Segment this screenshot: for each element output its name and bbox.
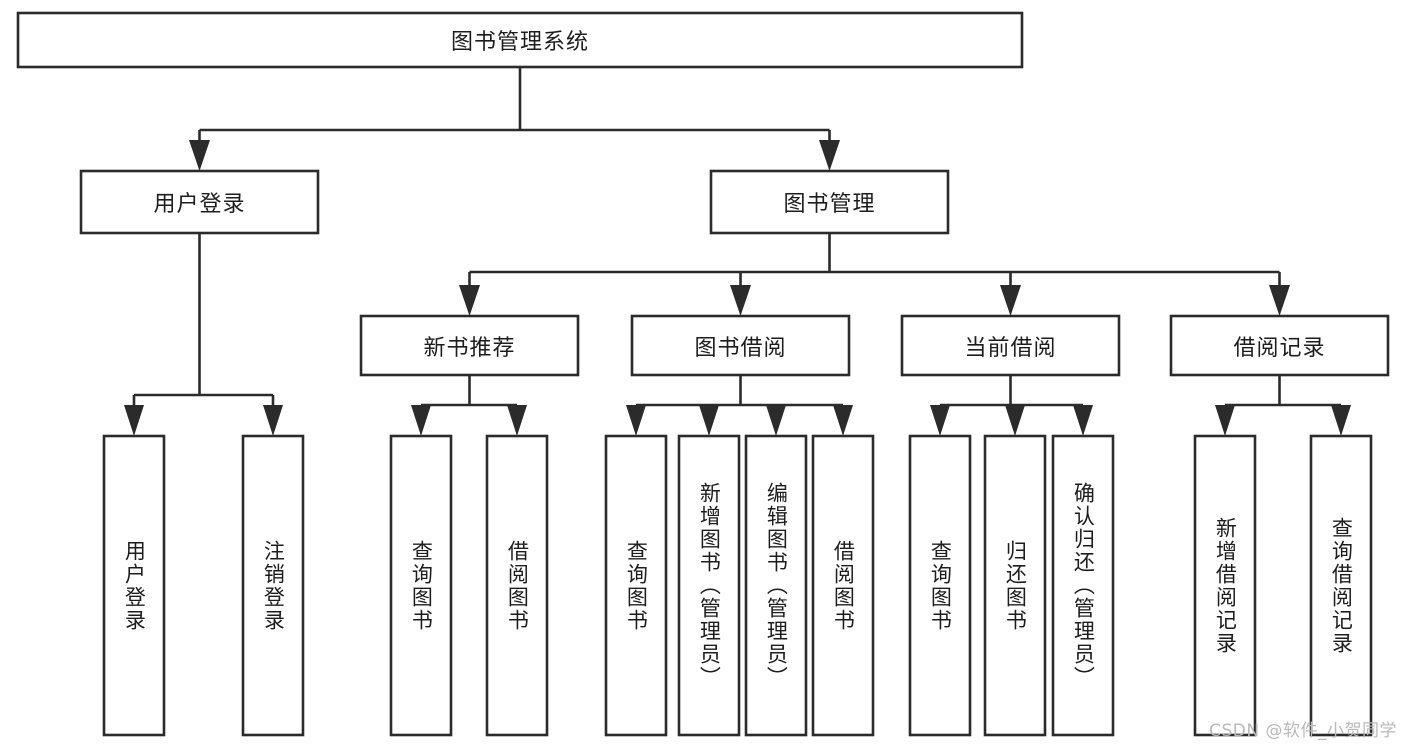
leaf-box-12[interactable]	[1309, 434, 1373, 737]
leaf-box-0[interactable]	[102, 434, 166, 737]
connectors-layer	[124, 67, 1351, 436]
arrow-head-borrow-record	[1269, 285, 1290, 316]
leaf-box-10[interactable]	[1051, 434, 1115, 737]
arrow-head-new-book-recommend	[459, 285, 480, 316]
leaf-box-11[interactable]	[1193, 434, 1257, 737]
leaf-box-9[interactable]	[983, 434, 1047, 737]
leaf-box-4[interactable]	[604, 434, 668, 737]
leaf-box-6[interactable]	[744, 434, 808, 737]
arrow-head-borrow-edit-book	[766, 405, 786, 436]
arrow-head-leaf-logout	[263, 405, 283, 436]
arrow-head-record-add-record	[1215, 405, 1235, 436]
level2-box-3[interactable]	[1169, 314, 1390, 377]
arrow-head-current-borrow	[1000, 285, 1021, 316]
level1-box-0[interactable]	[79, 169, 320, 235]
leaf-box-1[interactable]	[241, 434, 305, 737]
arrow-head-current-return-book	[1005, 405, 1025, 436]
arrow-head-leaf-user-login	[124, 405, 144, 436]
arrow-head-book-management	[819, 140, 840, 171]
root-box-0[interactable]	[16, 11, 1024, 69]
arrow-head-recommend-borrow-book	[507, 405, 527, 436]
leaf-box-5[interactable]	[677, 434, 741, 737]
level2-box-1[interactable]	[630, 314, 851, 377]
leaf-box-7[interactable]	[811, 434, 875, 737]
arrow-head-recommend-query-book	[411, 405, 431, 436]
arrow-head-record-query-record	[1331, 405, 1351, 436]
leaf-box-8[interactable]	[908, 434, 972, 737]
arrow-head-borrow-query-book	[626, 405, 646, 436]
arrow-head-borrow-borrow-book	[833, 405, 853, 436]
arrow-head-book-borrow	[730, 285, 751, 316]
arrow-head-user-login	[189, 140, 210, 171]
arrow-head-borrow-add-book	[699, 405, 719, 436]
arrow-head-current-confirm-return	[1073, 405, 1093, 436]
level2-box-2[interactable]	[900, 314, 1121, 377]
level1-box-1[interactable]	[709, 169, 950, 235]
arrow-head-current-query-book	[930, 405, 950, 436]
leaf-box-3[interactable]	[485, 434, 549, 737]
node-boxes-layer	[16, 11, 1390, 737]
level2-box-0[interactable]	[359, 314, 580, 377]
leaf-box-2[interactable]	[389, 434, 453, 737]
